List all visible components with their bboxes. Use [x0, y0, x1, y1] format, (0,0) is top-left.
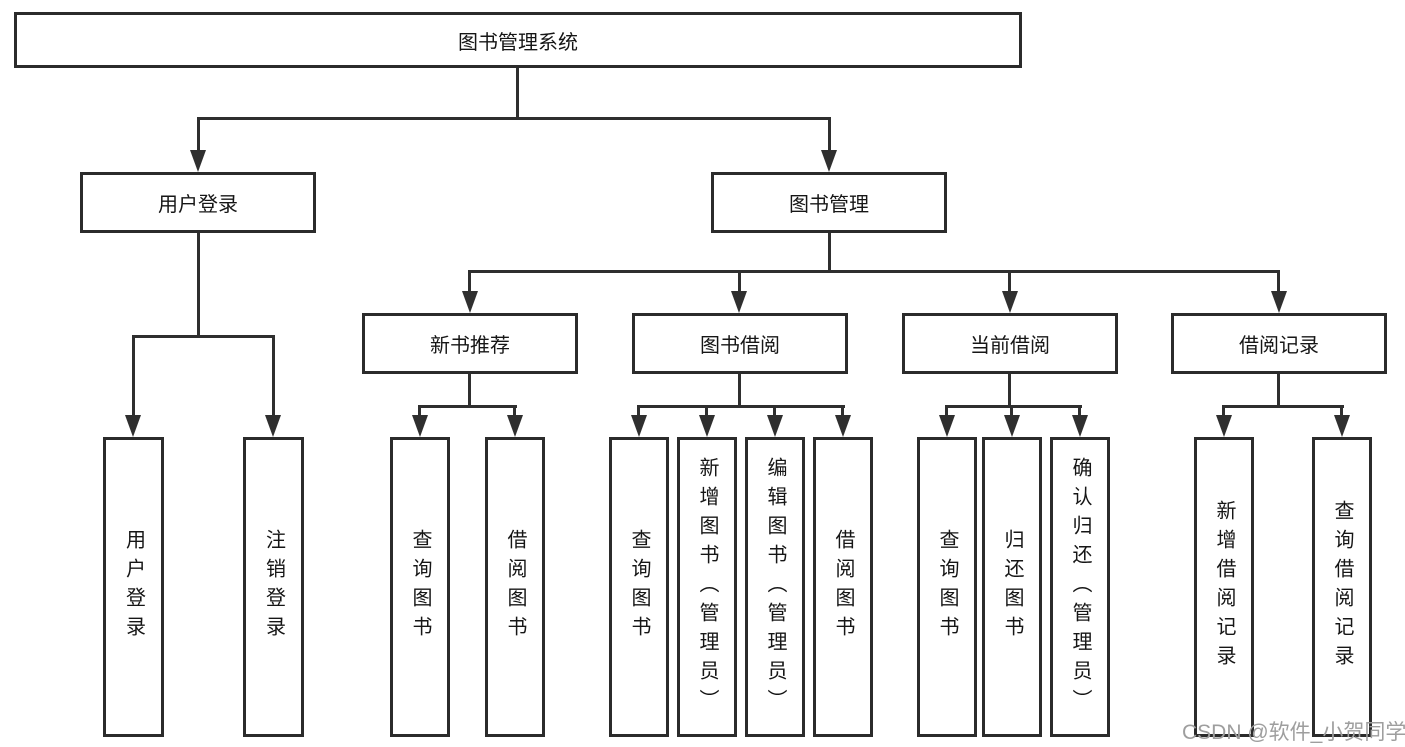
node-book-borrowing: 图书借阅 — [632, 313, 848, 374]
connector-drop-bb-leaf2 — [705, 405, 708, 417]
connector-drop-current-borrow — [1008, 270, 1011, 293]
arrowhead-bb-leaf2 — [699, 415, 715, 437]
arrowhead-user-login — [190, 150, 206, 172]
connector-user-login-rail — [132, 335, 275, 338]
leaf-cb-return-books: 归还图书 — [982, 437, 1042, 737]
arrowhead-book-borrow — [731, 291, 747, 313]
connector-drop-nb-leaf1 — [418, 405, 421, 417]
arrowhead-book-mgmt — [821, 150, 837, 172]
leaf-bb-add-books-admin: 新增图书（管理员） — [677, 437, 737, 737]
node-user-login: 用户登录 — [80, 172, 316, 233]
connector-new-books-rail — [418, 405, 517, 408]
arrowhead-br-leaf1 — [1216, 415, 1232, 437]
connector-book-mgmt-stem — [828, 233, 831, 273]
connector-level2-rail — [197, 117, 831, 120]
leaf-cb-query-books: 查询图书 — [917, 437, 977, 737]
connector-current-borrow-stem — [1008, 374, 1011, 408]
connector-borrow-records-stem — [1277, 374, 1280, 408]
connector-user-login-stem — [197, 233, 200, 337]
connector-drop-bb-leaf1 — [637, 405, 640, 417]
arrowhead-bb-leaf1 — [631, 415, 647, 437]
connector-new-books-stem — [468, 374, 471, 408]
connector-drop-login-leaf1 — [132, 335, 135, 417]
leaf-br-query-record: 查询借阅记录 — [1312, 437, 1372, 737]
arrowhead-new-books — [462, 291, 478, 313]
connector-drop-cb-leaf1 — [945, 405, 948, 417]
arrowhead-nb-leaf1 — [412, 415, 428, 437]
arrowhead-bb-leaf3 — [767, 415, 783, 437]
leaf-bb-query-books: 查询图书 — [609, 437, 669, 737]
connector-drop-book-mgmt — [828, 117, 831, 152]
leaf-cb-confirm-return-admin: 确认归还（管理员） — [1050, 437, 1110, 737]
leaf-nb-query-books: 查询图书 — [390, 437, 450, 737]
arrowhead-nb-leaf2 — [507, 415, 523, 437]
leaf-br-add-record: 新增借阅记录 — [1194, 437, 1254, 737]
connector-drop-nb-leaf2 — [513, 405, 516, 417]
connector-current-borrow-rail — [945, 405, 1082, 408]
leaf-user-login: 用户登录 — [103, 437, 164, 737]
leaf-bb-edit-books-admin: 编辑图书（管理员） — [745, 437, 805, 737]
connector-book-borrow-rail — [637, 405, 845, 408]
leaf-nb-borrow-books: 借阅图书 — [485, 437, 545, 737]
connector-borrow-records-rail — [1222, 405, 1344, 408]
csdn-watermark: CSDN @软件_小贺同学 — [1182, 721, 1405, 744]
connector-level3-rail — [468, 270, 1280, 273]
connector-drop-login-leaf2 — [272, 335, 275, 417]
arrowhead-login-leaf2 — [265, 415, 281, 437]
arrowhead-br-leaf2 — [1334, 415, 1350, 437]
node-current-borrowing: 当前借阅 — [902, 313, 1118, 374]
arrowhead-login-leaf1 — [125, 415, 141, 437]
node-book-management: 图书管理 — [711, 172, 947, 233]
connector-drop-br-leaf1 — [1222, 405, 1225, 417]
arrowhead-bb-leaf4 — [835, 415, 851, 437]
arrowhead-borrow-records — [1271, 291, 1287, 313]
connector-drop-book-borrow — [738, 270, 741, 293]
connector-drop-bb-leaf3 — [773, 405, 776, 417]
connector-drop-cb-leaf2 — [1010, 405, 1013, 417]
arrowhead-current-borrow — [1002, 291, 1018, 313]
leaf-bb-borrow-books: 借阅图书 — [813, 437, 873, 737]
leaf-logout: 注销登录 — [243, 437, 304, 737]
arrowhead-cb-leaf2 — [1004, 415, 1020, 437]
arrowhead-cb-leaf3 — [1072, 415, 1088, 437]
connector-root-stem — [516, 68, 519, 118]
node-new-book-recommend: 新书推荐 — [362, 313, 578, 374]
connector-book-borrow-stem — [738, 374, 741, 408]
connector-drop-user-login — [197, 117, 200, 152]
connector-drop-bb-leaf4 — [841, 405, 844, 417]
connector-drop-borrow-records — [1277, 270, 1280, 293]
connector-drop-br-leaf2 — [1340, 405, 1343, 417]
node-borrowing-records: 借阅记录 — [1171, 313, 1387, 374]
connector-drop-cb-leaf3 — [1078, 405, 1081, 417]
arrowhead-cb-leaf1 — [939, 415, 955, 437]
node-root-system: 图书管理系统 — [14, 12, 1022, 68]
connector-drop-new-books — [468, 270, 471, 293]
